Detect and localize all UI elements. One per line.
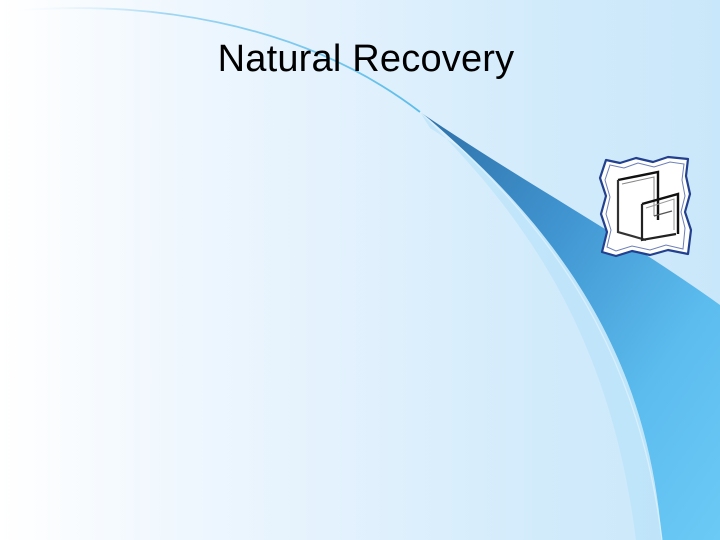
windows-logo-icon [598,155,693,258]
slide-title: Natural Recovery [217,38,515,80]
